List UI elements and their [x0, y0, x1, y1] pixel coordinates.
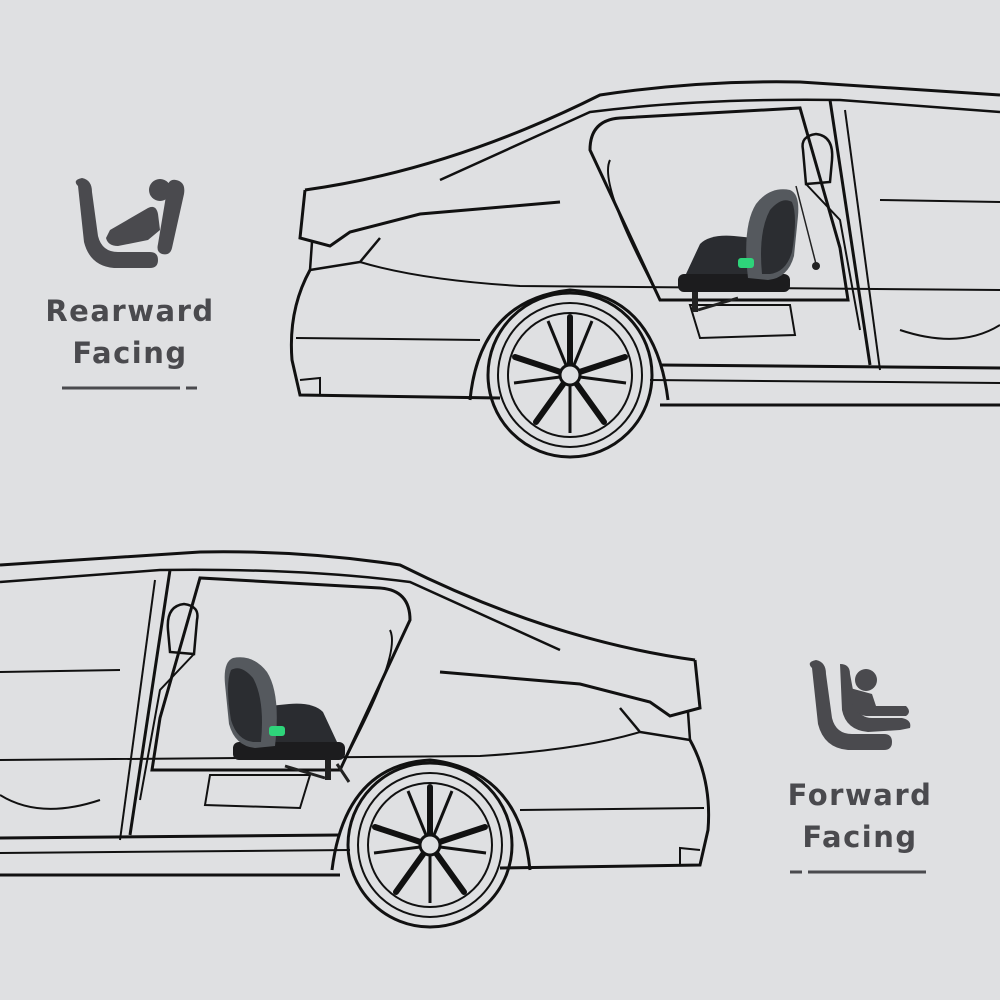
- top-rear-wheel: [488, 293, 652, 457]
- forward-line1: Forward: [787, 778, 933, 812]
- rearward-seat-icon: [75, 178, 185, 268]
- forward-facing-label: Forward Facing: [760, 774, 960, 858]
- top-car-drawing: [289, 80, 1000, 457]
- forward-line2: Facing: [802, 820, 918, 854]
- bottom-car-seat: [223, 655, 351, 783]
- rearward-line1: Rearward: [45, 294, 215, 328]
- bottom-car-drawing: [0, 550, 711, 927]
- rearward-facing-label: Rearward Facing: [30, 290, 230, 374]
- rearward-line2: Facing: [72, 336, 188, 370]
- bottom-rear-wheel: [348, 763, 512, 927]
- top-car-seat: [676, 185, 820, 314]
- forward-seat-icon: [809, 660, 911, 750]
